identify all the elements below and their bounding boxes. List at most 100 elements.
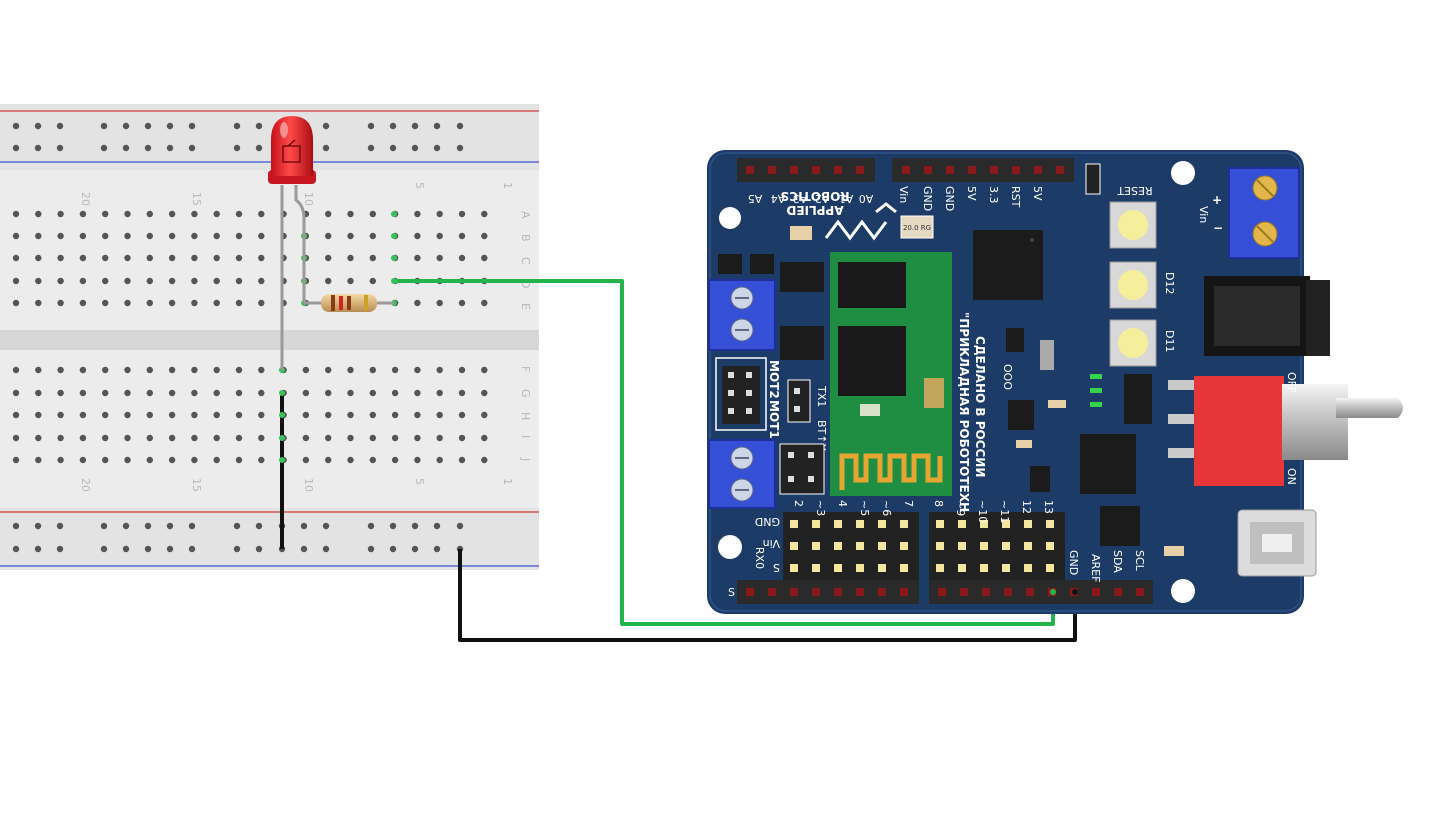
rail-hole[interactable] <box>122 522 130 530</box>
breadboard-hole[interactable] <box>57 232 64 240</box>
breadboard-hole[interactable] <box>258 277 265 285</box>
breadboard-hole[interactable] <box>347 389 354 397</box>
black-ground-wire[interactable] <box>458 549 1077 642</box>
header-pin[interactable] <box>812 588 820 596</box>
breadboard-hole[interactable] <box>35 210 42 218</box>
breadboard-hole[interactable] <box>191 456 198 464</box>
breadboard-hole[interactable] <box>102 434 109 442</box>
breadboard-hole[interactable] <box>168 411 176 419</box>
breadboard-hole[interactable] <box>102 366 109 374</box>
breadboard-hole[interactable] <box>79 411 87 419</box>
breadboard-hole[interactable] <box>12 366 20 374</box>
breadboard-hole[interactable] <box>191 434 198 442</box>
header-pin[interactable] <box>1046 520 1054 528</box>
breadboard-hole[interactable] <box>12 389 20 397</box>
breadboard-hole[interactable] <box>213 434 220 442</box>
rail-hole[interactable] <box>166 522 174 530</box>
breadboard-hole[interactable] <box>458 411 466 419</box>
motor-terminal-block-2[interactable] <box>708 439 776 509</box>
breadboard-hole[interactable] <box>79 299 87 307</box>
rail-hole[interactable] <box>322 122 330 130</box>
breadboard-hole[interactable] <box>213 456 220 464</box>
breadboard-hole[interactable] <box>391 434 399 442</box>
breadboard-hole[interactable] <box>213 210 220 218</box>
breadboard-hole[interactable] <box>79 232 87 240</box>
rail-hole[interactable] <box>233 144 241 152</box>
breadboard-hole[interactable] <box>102 389 109 397</box>
breadboard-hole[interactable] <box>258 366 265 374</box>
breadboard-hole[interactable] <box>235 434 243 442</box>
breadboard-hole[interactable] <box>35 434 42 442</box>
rail-hole[interactable] <box>411 545 419 553</box>
header-pin[interactable] <box>1046 542 1054 550</box>
breadboard-hole[interactable] <box>168 254 176 262</box>
rail-hole[interactable] <box>144 545 152 553</box>
rail-hole[interactable] <box>433 545 441 553</box>
breadboard-hole[interactable] <box>258 411 265 419</box>
breadboard-hole[interactable] <box>35 254 42 262</box>
breadboard-hole[interactable] <box>191 232 198 240</box>
breadboard-hole[interactable] <box>12 210 20 218</box>
header-pin[interactable] <box>856 542 864 550</box>
breadboard-hole[interactable] <box>213 299 220 307</box>
breadboard-hole[interactable] <box>369 232 376 240</box>
rail-hole[interactable] <box>144 522 152 530</box>
breadboard-hole[interactable] <box>146 456 153 464</box>
breadboard-hole[interactable] <box>35 456 42 464</box>
breadboard-hole[interactable] <box>12 434 20 442</box>
breadboard-hole[interactable] <box>235 411 243 419</box>
header-pin[interactable] <box>1114 588 1122 596</box>
header-pin[interactable] <box>902 166 910 174</box>
breadboard-hole[interactable] <box>102 456 109 464</box>
breadboard-hole[interactable] <box>168 210 176 218</box>
header-pin[interactable] <box>946 166 954 174</box>
header-pin[interactable] <box>960 588 968 596</box>
header-pin[interactable] <box>1004 588 1012 596</box>
breadboard-hole[interactable] <box>258 456 265 464</box>
breadboard-hole[interactable] <box>436 434 443 442</box>
breadboard-hole[interactable] <box>102 299 109 307</box>
breadboard-hole[interactable] <box>436 299 443 307</box>
rail-hole[interactable] <box>122 144 130 152</box>
breadboard-hole[interactable] <box>458 456 466 464</box>
breadboard-hole[interactable] <box>79 366 87 374</box>
rail-hole[interactable] <box>255 144 263 152</box>
rail-hole[interactable] <box>456 522 464 530</box>
rail-hole[interactable] <box>233 122 241 130</box>
breadboard-hole[interactable] <box>436 456 443 464</box>
breadboard-hole[interactable] <box>347 434 354 442</box>
header-pin[interactable] <box>746 166 754 174</box>
breadboard-hole[interactable] <box>347 366 354 374</box>
breadboard-hole[interactable] <box>124 254 131 262</box>
breadboard-hole[interactable] <box>168 277 176 285</box>
header-pin[interactable] <box>1046 564 1054 572</box>
breadboard-hole[interactable] <box>57 389 64 397</box>
breadboard-hole[interactable] <box>235 456 243 464</box>
rail-hole[interactable] <box>433 122 441 130</box>
rail-hole[interactable] <box>367 545 375 553</box>
breadboard-hole[interactable] <box>57 434 64 442</box>
header-pin[interactable] <box>900 542 908 550</box>
breadboard-hole[interactable] <box>391 411 399 419</box>
rail-hole[interactable] <box>56 144 64 152</box>
header-pin[interactable] <box>1024 542 1032 550</box>
rail-hole[interactable] <box>433 522 441 530</box>
rail-hole[interactable] <box>100 545 108 553</box>
breadboard-hole[interactable] <box>12 254 20 262</box>
rail-hole[interactable] <box>411 522 419 530</box>
breadboard-hole[interactable] <box>146 232 153 240</box>
breadboard-hole[interactable] <box>369 366 376 374</box>
rail-hole[interactable] <box>188 545 196 553</box>
rail-hole[interactable] <box>56 122 64 130</box>
header-pin[interactable] <box>980 520 988 528</box>
breadboard-hole[interactable] <box>235 210 243 218</box>
breadboard-hole[interactable] <box>325 254 332 262</box>
breadboard-hole[interactable] <box>369 389 376 397</box>
header-pin[interactable] <box>790 166 798 174</box>
breadboard-hole[interactable] <box>369 277 376 285</box>
header-pin[interactable] <box>878 588 886 596</box>
header-pin[interactable] <box>834 542 842 550</box>
header-pin[interactable] <box>878 520 886 528</box>
breadboard-hole[interactable] <box>347 456 354 464</box>
resistor[interactable] <box>304 294 394 312</box>
